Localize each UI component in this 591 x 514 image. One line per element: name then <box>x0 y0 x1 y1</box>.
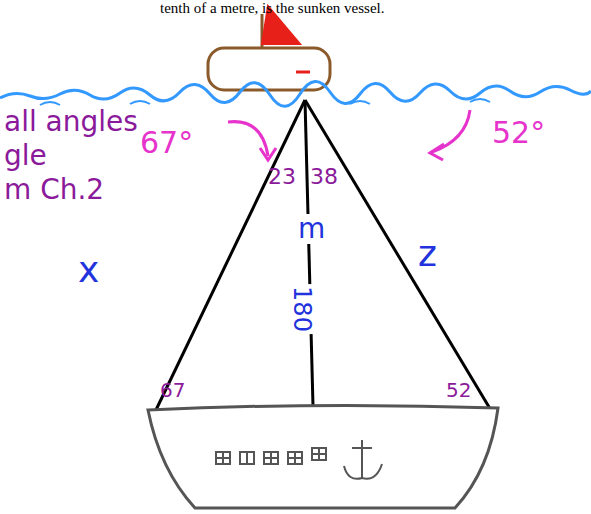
ship-windows <box>216 448 326 464</box>
side-label: m <box>296 214 327 244</box>
angle-label: 67° <box>140 128 193 158</box>
boat-mark <box>296 71 310 74</box>
sight-line-m <box>305 100 313 406</box>
water-line <box>0 81 591 106</box>
angle-label: 23 <box>268 166 296 188</box>
note-text: m Ch.2 <box>4 176 104 204</box>
side-length: 180 <box>289 284 315 334</box>
angle-label: 38 <box>310 166 338 188</box>
angle-label: 52 <box>446 380 471 400</box>
angle-label: 67 <box>160 380 185 400</box>
anchor-symbol <box>344 440 382 479</box>
angle-arrow <box>432 110 470 152</box>
arrow-head <box>430 144 444 160</box>
question-text: tenth of a metre, is the sunken vessel. <box>160 1 385 16</box>
arrow-head <box>260 148 276 160</box>
side-label: z <box>418 236 437 272</box>
note-text: gle <box>4 142 47 170</box>
angle-label: 52° <box>492 118 545 148</box>
side-label: x <box>78 252 99 288</box>
sight-line-z <box>305 100 492 412</box>
waves <box>40 99 490 105</box>
ship-hull <box>148 405 498 508</box>
note-text: all angles <box>4 108 138 136</box>
